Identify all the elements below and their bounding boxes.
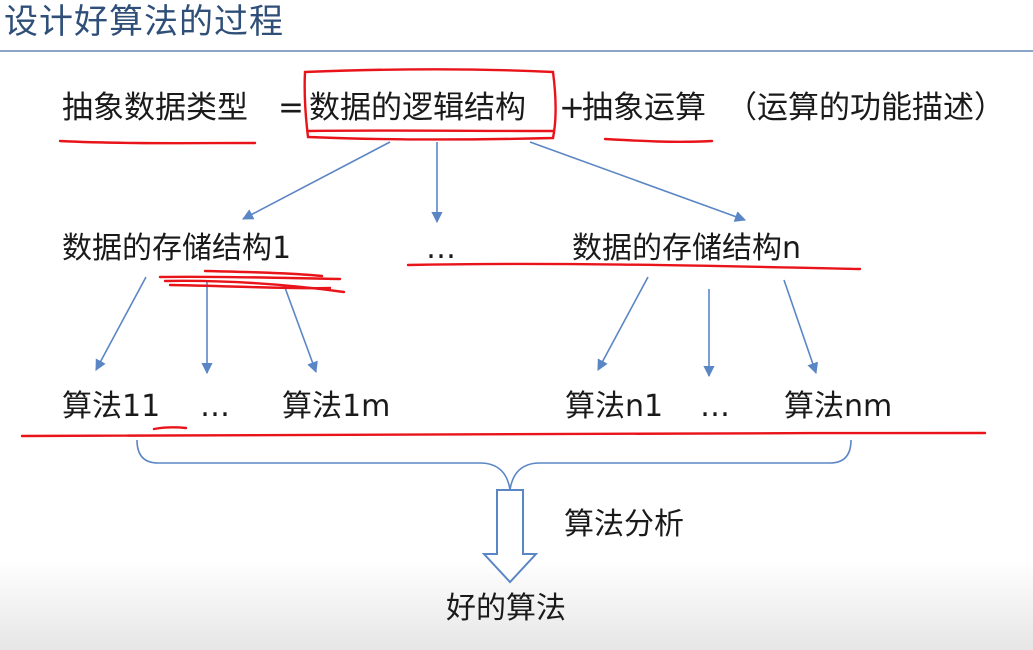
annotation-scribble-3 xyxy=(168,283,332,290)
equals-sign: = xyxy=(278,90,304,126)
annotation-scribble-4 xyxy=(203,269,324,278)
operations-description: （运算的功能描述） xyxy=(726,90,1005,126)
algorithm-ellipsis-right: … xyxy=(700,389,730,424)
logical-structure-label: 数据的逻辑结构 xyxy=(309,90,526,126)
annotation-mark-algorithm-11 xyxy=(152,426,188,431)
annotation-box-logical-structure xyxy=(303,68,557,141)
arrow-to-storage-1 xyxy=(242,141,391,220)
title-divider xyxy=(0,50,1033,52)
annotation-underline-algorithms xyxy=(20,431,987,438)
algorithm-ellipsis-left: … xyxy=(200,389,230,424)
abstract-operations-label: 抽象运算 xyxy=(582,90,706,126)
storage-structure-1: 数据的存储结构1 xyxy=(62,231,292,266)
algorithm-11: 算法11 xyxy=(62,389,161,424)
red-annotations xyxy=(20,68,987,438)
arrows-to-storage xyxy=(242,141,747,224)
storage-ellipsis: … xyxy=(426,231,456,266)
plus-sign: + xyxy=(559,90,585,126)
algorithm-nm: 算法nm xyxy=(784,389,893,424)
arrow-to-algorithm-1m xyxy=(283,284,318,374)
slide-title: 设计好算法的过程 xyxy=(4,2,284,42)
arrow-to-algorithm-n1 xyxy=(597,276,649,371)
storage-structure-n: 数据的存储结构n xyxy=(572,231,802,266)
arrow-to-algorithm-nm xyxy=(783,279,819,375)
adt-label: 抽象数据类型 xyxy=(62,90,248,126)
annotation-scribble-2 xyxy=(163,279,346,294)
arrows-to-algorithms xyxy=(95,276,819,378)
algorithm-1m: 算法1m xyxy=(282,389,391,424)
annotation-underline-adt xyxy=(58,139,257,145)
annotation-underline-ops xyxy=(603,137,714,144)
algorithm-n1: 算法n1 xyxy=(565,389,664,424)
good-algorithm-label: 好的算法 xyxy=(446,591,566,626)
annotation-scribble-1 xyxy=(158,275,342,281)
down-arrow-icon xyxy=(481,489,539,584)
arrow-to-storage-n xyxy=(529,141,747,222)
algorithms-brace xyxy=(136,439,852,491)
analysis-label: 算法分析 xyxy=(564,507,684,542)
annotation-underline-storage-n xyxy=(406,262,862,271)
arrow-to-algorithm-11 xyxy=(95,276,147,371)
